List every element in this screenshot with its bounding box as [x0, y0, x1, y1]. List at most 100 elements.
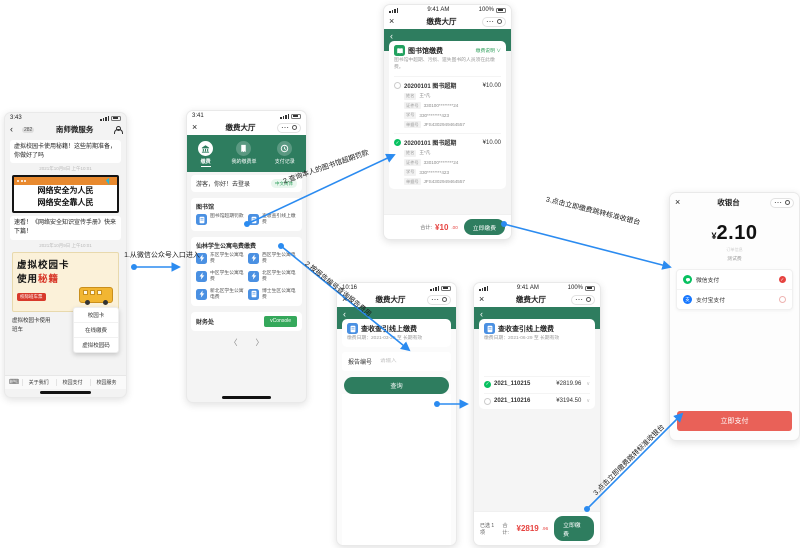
close-icon[interactable]: ×	[192, 122, 198, 132]
minimize-icon[interactable]	[442, 297, 447, 302]
amount-block: ¥2.10	[670, 222, 799, 245]
tab-pay[interactable]: 缴费	[198, 141, 214, 167]
article-link[interactable]: 虚拟校园卡使用	[12, 317, 51, 324]
battery-icon	[585, 285, 595, 291]
chat-message: 虚拟校园卡使用秘籍！这些前期准备，你做好了吗	[10, 140, 121, 164]
service-dorm-east[interactable]: 东区学生公寓电费	[196, 252, 245, 266]
close-icon[interactable]: ×	[479, 294, 485, 304]
lightning-icon	[248, 252, 259, 264]
method-alipay[interactable]: 支 支付宝支付	[677, 290, 792, 309]
wechat-capsule[interactable]: ⋯	[770, 197, 794, 208]
status-bar: 9:41 AM 100%	[474, 283, 600, 292]
checkbox-unchecked[interactable]	[484, 397, 491, 405]
phone-cashier: × 收银台 ⋯ ¥2.10 订单信息 测试费 微信支付 ✓ 支 支付宝支付 立即…	[669, 192, 800, 441]
back-icon[interactable]: ‹	[480, 309, 483, 319]
chevron-down-icon[interactable]: ∨	[586, 381, 590, 388]
footer-menu-services[interactable]: 校园服务	[90, 379, 122, 386]
radio-unselected[interactable]	[778, 295, 786, 304]
card-description: 缴费日期：2021-06-29 至 长期有效	[484, 336, 560, 341]
service-dorm-phd[interactable]: 博士生区公寓电费	[248, 288, 297, 302]
service-dorm-west[interactable]: 西区学生公寓电费	[248, 252, 297, 266]
radio-selected[interactable]: ✓	[778, 275, 786, 284]
order-row: ✓ 20200101 图书超期 ¥10.00	[394, 138, 501, 147]
pager-next-icon[interactable]: 〉	[255, 337, 264, 347]
greeting-text[interactable]: 游客，你好！去登录	[196, 182, 251, 188]
tab-payment-records[interactable]: 支付记录	[275, 141, 295, 167]
status-bar: 10:16	[337, 283, 456, 292]
minimize-icon[interactable]	[586, 297, 591, 302]
footer-menu-about[interactable]: 关于我们	[22, 379, 54, 386]
more-icon[interactable]: ⋯	[431, 294, 439, 304]
pay-immediately-button[interactable]: 立即支付	[677, 411, 792, 431]
chat-body: 虚拟校园卡使用秘籍！这些前期准备，你做好了吗 2021年10月8日 上午10:0…	[5, 137, 126, 375]
pager-prev-icon[interactable]: 〈	[229, 337, 238, 347]
method-wechat-pay[interactable]: 微信支付 ✓	[677, 270, 792, 290]
back-icon[interactable]: ‹	[390, 31, 393, 41]
payment-info-link[interactable]: 缴费说明 ∨	[475, 49, 501, 54]
service-grid: 图书馆超期罚款 查收查引线上缴费	[196, 214, 297, 227]
chevron-down-icon[interactable]: ∨	[586, 398, 590, 405]
service-library-fine[interactable]: 图书馆超期罚款	[196, 214, 245, 227]
lightning-icon	[196, 288, 207, 300]
service-citation-payment[interactable]: 查收查引线上缴费	[248, 214, 297, 227]
page-title: 缴费大厅	[375, 295, 406, 304]
menu-item-online-payment[interactable]: 在线缴费	[74, 323, 118, 338]
close-icon[interactable]: ×	[389, 16, 395, 26]
field-value: 王*凡	[419, 93, 431, 99]
lightning-icon	[196, 252, 207, 264]
menu-item-campus-card[interactable]: 校园卡	[74, 308, 118, 323]
card-header: 查收查引线上缴费	[347, 323, 446, 334]
more-icon[interactable]: ⋯	[281, 122, 289, 132]
minimize-icon[interactable]	[292, 125, 297, 130]
menu-item-virtual-code[interactable]: 虚拟校园码	[82, 343, 110, 349]
payment-footer: 合计: ¥10.00 立即缴费	[384, 214, 511, 239]
tab-my-bills[interactable]: 我的缴费单	[231, 141, 256, 167]
report-item[interactable]: 2021_110216 ¥3194.50 ∨	[484, 392, 590, 405]
service-dorm-new-north[interactable]: 新北区学生公寓电费	[196, 288, 245, 302]
empty-area	[342, 393, 451, 545]
minimize-icon[interactable]	[785, 200, 790, 205]
report-item[interactable]: ✓ 2021_110215 ¥2819.96 ∨	[484, 375, 590, 388]
selected-count: 已选 1 项	[480, 522, 495, 536]
article-link[interactable]: 班车	[12, 326, 24, 333]
order-amount: ¥10.00	[482, 139, 501, 146]
status-bar: 3:41	[187, 111, 306, 120]
article-card-security[interactable]: 网络安全为人民 网络安全靠人民	[12, 175, 119, 214]
total-amount: ¥10	[435, 222, 449, 232]
checkbox-checked[interactable]: ✓	[484, 380, 491, 388]
person-icon[interactable]	[113, 125, 123, 134]
alipay-icon: 支	[683, 295, 692, 304]
checkbox-unchecked[interactable]	[394, 82, 401, 90]
wechat-capsule[interactable]: ⋯	[482, 16, 506, 27]
wechat-capsule[interactable]: ⋯	[571, 294, 595, 305]
checkbox-checked[interactable]: ✓	[394, 139, 401, 147]
vconsole-button[interactable]: vConsole	[264, 315, 297, 327]
amount-value: 2.10	[716, 222, 758, 244]
query-button[interactable]: 查询	[344, 376, 449, 394]
order-row: ✓ 2021_110215 ¥2819.96 ∨	[484, 380, 590, 388]
service-dorm-north[interactable]: 北区学生公寓电费	[248, 270, 297, 284]
more-icon[interactable]: ⋯	[486, 16, 494, 26]
report-number-input[interactable]	[380, 358, 439, 365]
more-icon[interactable]: ⋯	[774, 197, 782, 207]
keyboard-icon[interactable]: ⌨	[9, 379, 20, 386]
minimize-icon[interactable]	[497, 19, 502, 24]
unread-badge: 282	[22, 126, 35, 133]
field-tag: 学号	[404, 168, 417, 176]
pay-now-button[interactable]: 立即缴费	[554, 516, 594, 541]
wechat-capsule[interactable]: ⋯	[427, 294, 451, 305]
pay-now-button[interactable]: 立即缴费	[463, 219, 505, 235]
close-icon[interactable]: ×	[675, 197, 681, 207]
more-icon[interactable]: ⋯	[575, 294, 583, 304]
footer-menu-payment[interactable]: 校园支付	[56, 379, 88, 386]
service-label: 西区学生公寓电费	[262, 252, 296, 265]
wechat-capsule[interactable]: ⋯	[277, 122, 301, 133]
service-dorm-middle[interactable]: 中区学生公寓电费	[196, 270, 245, 284]
back-icon[interactable]: ‹	[10, 124, 13, 134]
chat-title: 南师微服务	[55, 125, 94, 134]
article-card-campus-card[interactable]: 虚拟校园卡 使用秘籍 校际班车票	[12, 251, 119, 312]
report-number-row: 报告编号	[342, 351, 451, 371]
back-icon[interactable]: ‹	[343, 309, 346, 319]
